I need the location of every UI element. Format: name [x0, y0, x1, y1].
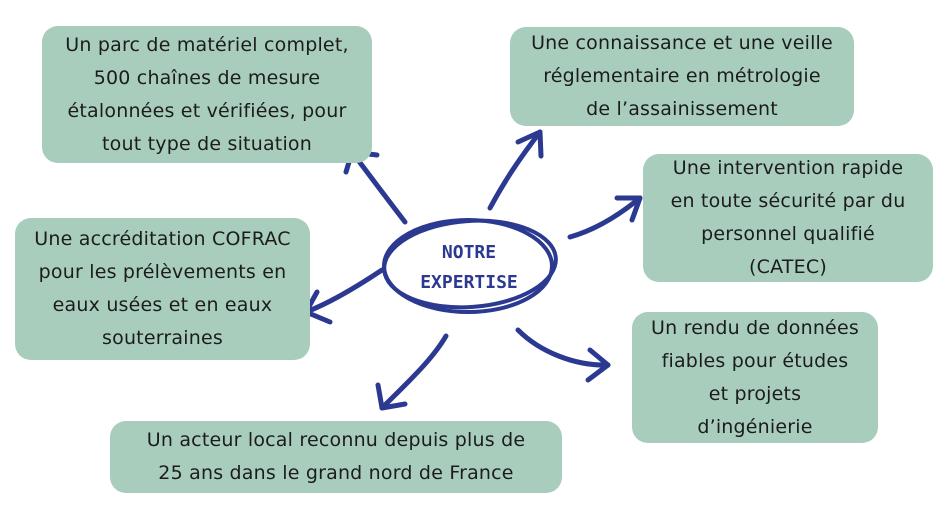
box-text-line: Un rendu de données — [651, 316, 859, 339]
expertise-box-data: Un rendu de données fiables pour études … — [632, 312, 878, 443]
box-text-line: personnel qualifié — [701, 223, 875, 245]
box-text-line: eaux usées et en eaux — [52, 294, 273, 316]
box-text-line: Une intervention rapide — [672, 157, 904, 179]
arrow-to-box-3 — [567, 195, 643, 240]
box-text-line: fiables pour études — [661, 349, 849, 372]
box-text-line: Un parc de matériel complet, — [65, 33, 349, 56]
center-ellipse — [382, 218, 558, 314]
box-text-line: d’ingénierie — [697, 415, 813, 438]
box-text-line: Une accréditation COFRAC — [34, 228, 291, 250]
box-text-line: 500 chaînes de mesure — [93, 66, 321, 89]
box-text-line: en toute sécurité par du — [670, 190, 906, 212]
center-title-line-1: NOTRE — [441, 242, 497, 263]
box-text-line: pour les prélèvements en — [38, 261, 287, 283]
expertise-box-equipment: Un parc de matériel complet, 500 chaînes… — [42, 26, 372, 163]
box-text-line: réglementaire en métrologie — [543, 65, 821, 87]
box-text-line: souterraines — [102, 327, 223, 349]
expertise-box-regulation: Une connaissance et une veille réglement… — [510, 27, 854, 126]
box-text-line: étalonnées et vérifiées, pour — [67, 99, 347, 122]
expertise-box-accreditation: Une accréditation COFRAC pour les prélèv… — [15, 218, 310, 360]
center-title: NOTRE EXPERTISE — [405, 238, 533, 298]
box-text-line: tout type de situation — [102, 132, 312, 155]
center-title-line-2: EXPERTISE — [420, 272, 518, 293]
arrow-to-box-4 — [303, 267, 385, 325]
arrow-to-box-2 — [487, 129, 544, 211]
box-text-line: Un acteur local reconnu depuis plus de — [146, 429, 526, 451]
box-text-line: (CATEC) — [749, 256, 827, 278]
expertise-box-local-actor: Un acteur local reconnu depuis plus de 2… — [110, 421, 562, 493]
arrow-to-box-5 — [515, 327, 611, 383]
box-text-line: Une connaissance et une veille — [531, 32, 833, 54]
arrow-to-box-6 — [375, 333, 449, 411]
box-text-line: 25 ans dans le grand nord de France — [158, 462, 514, 484]
box-text-line: de l’assainissement — [586, 98, 778, 120]
expertise-box-intervention: Une intervention rapide en toute sécurit… — [643, 154, 933, 282]
box-text-line: et projets — [708, 382, 802, 405]
